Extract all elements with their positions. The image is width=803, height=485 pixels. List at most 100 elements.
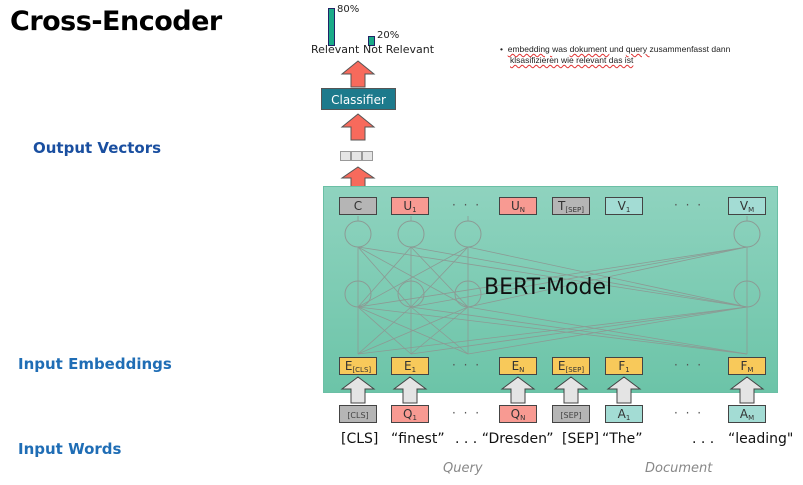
neuron-node — [454, 220, 482, 248]
input-word: “leading" — [728, 431, 794, 447]
connection-line — [357, 306, 412, 355]
document-caption: Document — [645, 461, 713, 476]
neuron-node — [454, 280, 482, 308]
token-subscript: [CLS] — [352, 366, 372, 374]
input-token: A1 — [605, 405, 643, 423]
token-subscript: 1 — [412, 206, 417, 214]
connection-line — [357, 306, 469, 355]
ellipsis: · · · — [452, 406, 482, 420]
note-line-2: klsasifizieren wie relevant das ist — [510, 55, 634, 65]
ellipsis: · · · — [452, 358, 482, 372]
output-vectors-label: Output Vectors — [33, 139, 162, 157]
connection-line — [357, 246, 469, 308]
input-token: QN — [499, 405, 537, 423]
token-subscript: 1 — [625, 414, 631, 422]
ellipsis: · · · — [452, 198, 482, 212]
connection-line — [467, 246, 748, 308]
input-word: [SEP] — [562, 431, 600, 447]
token-main: F — [618, 359, 626, 373]
token-main: A — [617, 407, 626, 421]
bar-not-relevant — [368, 36, 375, 46]
token-main: [SEP] — [560, 411, 582, 420]
token-main: E — [344, 359, 353, 373]
token-subscript: M — [748, 206, 755, 214]
output-token: T[SEP] — [552, 197, 590, 215]
classifier-box: Classifier — [321, 88, 396, 110]
output-token: VM — [728, 197, 766, 215]
arrow-up-gray-icon — [392, 376, 428, 404]
query-caption: Query — [443, 461, 483, 476]
input-word: “The” — [602, 431, 643, 447]
note-bullet: • — [500, 44, 503, 54]
output-token: C — [339, 197, 377, 215]
vector-cell — [340, 151, 351, 161]
embedding-token: E1 — [391, 357, 429, 375]
connection-line — [410, 306, 748, 355]
token-main: E — [403, 359, 412, 373]
token-subscript: 1 — [412, 414, 417, 422]
input-embeddings-label: Input Embeddings — [18, 355, 172, 373]
note-word: embedding — [507, 44, 553, 54]
input-word: . . . “Dresden” — [455, 431, 554, 447]
token-subscript: N — [519, 206, 526, 214]
output-token: V1 — [605, 197, 643, 215]
token-main: Q — [403, 407, 413, 421]
arrow-up-gray-icon — [553, 376, 589, 404]
token-main: A — [739, 407, 749, 421]
token-main: E — [557, 359, 566, 373]
percent-not-relevant: 20% — [377, 30, 400, 41]
arrow-up-red-icon — [340, 113, 376, 141]
neuron-node — [397, 280, 425, 308]
output-token: UN — [499, 197, 537, 215]
token-main: [CLS] — [347, 411, 369, 420]
token-main: U — [403, 199, 413, 213]
input-word: . . . — [692, 431, 715, 447]
note-word: dann — [711, 44, 731, 54]
output-token: U1 — [391, 197, 429, 215]
connection-line — [357, 246, 748, 308]
input-word: “finest” — [391, 431, 445, 447]
note-word: dokument — [569, 44, 610, 54]
bert-model-label: BERT-Model — [484, 275, 613, 300]
token-main: U — [510, 199, 520, 213]
token-subscript: [SEP] — [565, 206, 584, 214]
embedding-token: EN — [499, 357, 537, 375]
token-subscript: 1 — [411, 366, 417, 374]
arrow-up-gray-icon — [500, 376, 536, 404]
token-main: C — [353, 199, 363, 213]
ellipsis: · · · — [674, 198, 704, 212]
input-token: AM — [728, 405, 766, 423]
embedding-token: FM — [728, 357, 766, 375]
note-word: und — [609, 44, 626, 54]
neuron-node — [397, 220, 425, 248]
vector-cell — [351, 151, 362, 161]
token-main: Q — [510, 407, 521, 421]
token-main: F — [740, 359, 748, 373]
ellipsis: · · · — [674, 358, 704, 372]
token-main: V — [617, 199, 626, 213]
neural-network-connections — [344, 216, 761, 355]
ellipsis: · · · — [674, 406, 704, 420]
token-subscript: 1 — [625, 206, 631, 214]
percent-relevant: 80% — [337, 4, 360, 15]
arrow-up-gray-icon — [340, 376, 376, 404]
bar-relevant — [328, 7, 335, 46]
neuron-node — [733, 220, 761, 248]
token-subscript: 1 — [625, 366, 630, 374]
connection-line — [467, 306, 748, 355]
embedding-token: E[CLS] — [339, 357, 377, 375]
token-subscript: M — [748, 414, 755, 422]
connection-line — [357, 306, 748, 355]
neuron-node — [344, 220, 372, 248]
neuron-node — [733, 280, 761, 308]
token-main: T — [558, 199, 566, 213]
label-not-relevant: Not Relevant — [363, 43, 435, 56]
input-token: [CLS] — [339, 405, 377, 423]
input-token: Q1 — [391, 405, 429, 423]
embedding-token: F1 — [605, 357, 643, 375]
token-subscript: M — [747, 366, 754, 374]
arrow-up-red-icon — [340, 60, 376, 88]
connection-line — [410, 246, 748, 308]
input-words-label: Input Words — [18, 440, 122, 458]
note-word: query — [625, 44, 650, 54]
